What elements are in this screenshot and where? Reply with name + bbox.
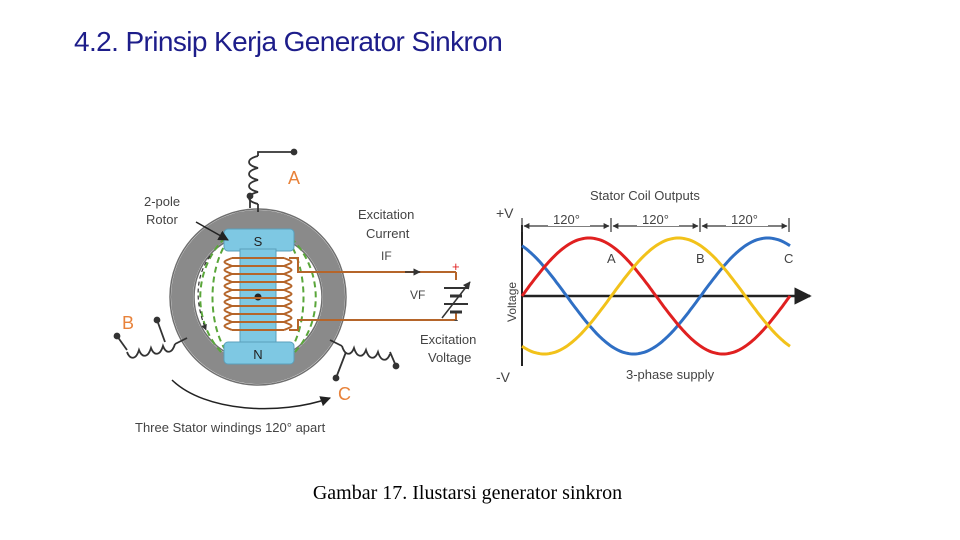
excitation-current-line2: Current <box>366 226 410 241</box>
stator-winding-b <box>113 316 188 359</box>
variable-dc-source <box>441 281 471 319</box>
slide-title: 4.2. Prinsip Kerja Generator Sinkron <box>74 26 503 57</box>
waveform-diagram: Stator Coil Outputs +V -V Voltage 120° 1… <box>496 188 812 385</box>
voltage-symbol: VF <box>410 288 425 302</box>
rotor-pole-north <box>223 341 295 365</box>
excitation-voltage-line1: Excitation <box>420 332 476 347</box>
y-axis-bottom-label: -V <box>496 369 511 385</box>
phase-angle-1: 120° <box>553 212 580 227</box>
phase-angle-3: 120° <box>731 212 758 227</box>
stator-winding-c <box>329 339 400 382</box>
phase-b-waveform <box>521 236 791 356</box>
pole-north-label: N <box>253 347 262 362</box>
waveform-footer: 3-phase supply <box>626 367 715 382</box>
pole-south-label: S <box>254 234 263 249</box>
phase-a-waveform <box>520 236 792 356</box>
rotor-label-line2: Rotor <box>146 212 178 227</box>
winding-b-label: B <box>122 313 134 333</box>
phase-a-label: A <box>607 251 616 266</box>
phase-c-label: C <box>784 251 793 266</box>
figure-caption: Gambar 17. Ilustarsi generator sinkron <box>312 482 623 504</box>
current-symbol: IF <box>381 249 392 263</box>
excitation-voltage-line2: Voltage <box>428 350 471 365</box>
rotation-arrow-inner <box>197 255 211 331</box>
rotor-field-coil <box>223 257 293 331</box>
rotor-label-line1: 2-pole <box>144 194 180 209</box>
phase-b-label: B <box>696 251 705 266</box>
rotation-arrow-outer <box>171 379 331 410</box>
generator-diagram: S N A <box>113 148 476 435</box>
phase-angle-2: 120° <box>642 212 669 227</box>
y-axis-title: Voltage <box>505 282 519 322</box>
winding-c-label: C <box>338 384 351 404</box>
stator-windings-caption: Three Stator windings 120° apart <box>135 420 326 435</box>
source-minus-sign: - <box>454 312 458 327</box>
excitation-current-line1: Excitation <box>358 207 414 222</box>
stator-winding-a <box>246 148 298 212</box>
phase-c-waveform <box>521 236 791 356</box>
stator-ring <box>171 210 345 384</box>
y-axis-top-label: +V <box>496 205 514 221</box>
winding-a-label: A <box>288 168 300 188</box>
source-plus-sign: + <box>452 259 460 274</box>
waveform-title: Stator Coil Outputs <box>590 188 700 203</box>
rotor-pointer-arrow <box>195 221 229 241</box>
